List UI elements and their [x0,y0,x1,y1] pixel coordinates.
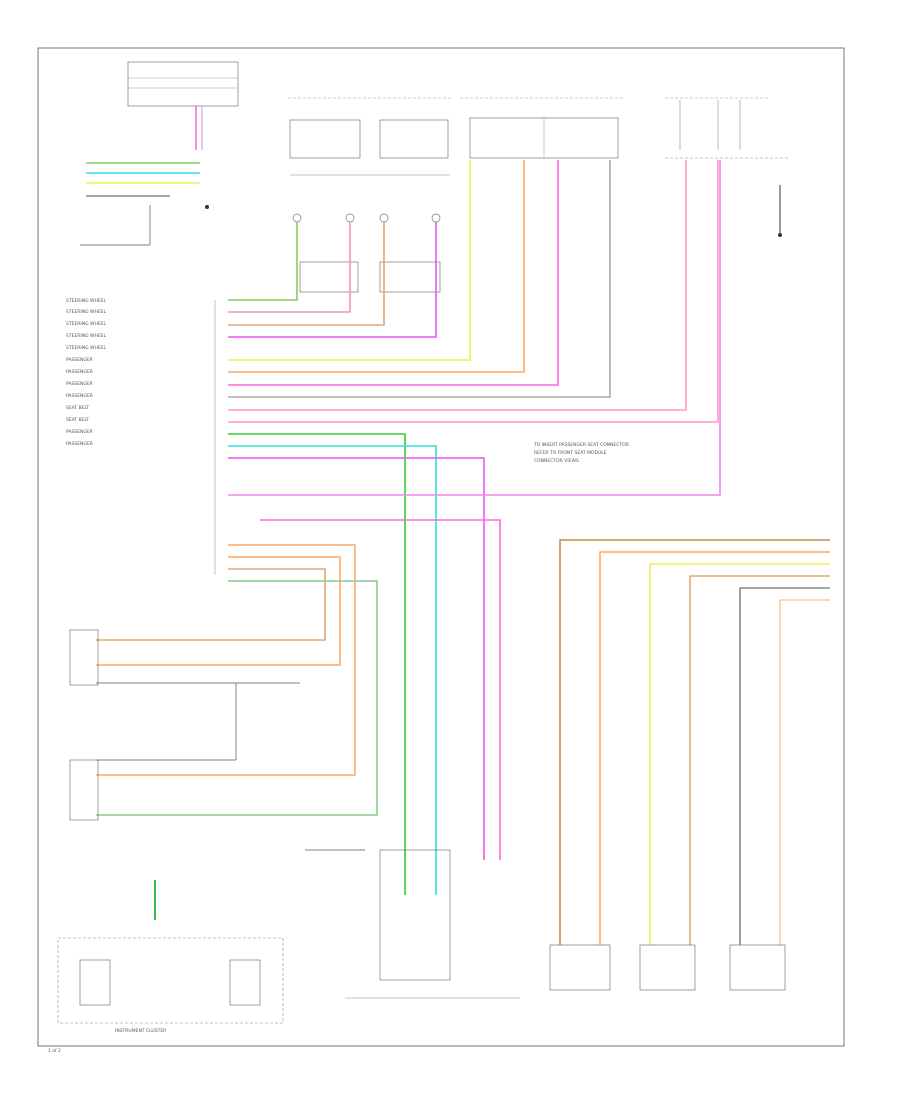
passenger-switch-module [460,97,625,159]
svg-text:PASSENGER: PASSENGER [66,369,93,375]
instrument-cluster: INSTRUMENT CLUSTER [57,880,284,1034]
svg-text:REFER TO FRONT SEAT MODULE: REFER TO FRONT SEAT MODULE [534,450,607,456]
svg-text:PASSENGER: PASSENGER [66,393,93,399]
fuse-block-top-left [127,61,239,150]
svg-text:INSTRUMENT CLUSTER: INSTRUMENT CLUSTER [115,1028,166,1034]
svg-text:SEAT BELT: SEAT BELT [66,405,89,411]
svg-text:PASSENGER: PASSENGER [66,357,93,363]
svg-text:STEERING WHEEL: STEERING WHEEL [66,298,107,304]
diagram-frame [37,47,845,1047]
left-connector-top [80,162,209,246]
svg-text:STEERING WHEEL: STEERING WHEEL [66,345,107,351]
svg-text:STEERING WHEEL: STEERING WHEEL [66,333,107,339]
pin-block: STEERING WHEEL STEERING WHEEL STEERING W… [66,298,216,575]
seat-modules-bus [549,539,830,991]
svg-text:PASSENGER: PASSENGER [66,429,93,435]
svg-text:SEAT BELT: SEAT BELT [66,417,89,423]
horizontal-wires [228,160,721,860]
note-block: TO INSERT PASSENGER SEAT CONNECTOR REFER… [533,442,629,464]
svg-text:PASSENGER: PASSENGER [66,381,93,387]
svg-text:STEERING WHEEL: STEERING WHEEL [66,321,107,327]
svg-text:PASSENGER: PASSENGER [66,441,93,447]
steering-wheel-module [288,97,452,293]
airbag-indicator-module [305,849,520,999]
top-vertical-wires [228,160,687,411]
svg-text:CONNECTOR VIEWS: CONNECTOR VIEWS [534,458,579,464]
svg-text:TO INSERT PASSENGER SEAT CONNE: TO INSERT PASSENGER SEAT CONNECTOR [533,442,629,448]
fuse-block-top-right [665,97,790,237]
svg-text:STEERING WHEEL: STEERING WHEEL [66,309,107,315]
lower-left-modules [69,544,378,821]
page-number: 1 of 2 [48,1048,61,1054]
